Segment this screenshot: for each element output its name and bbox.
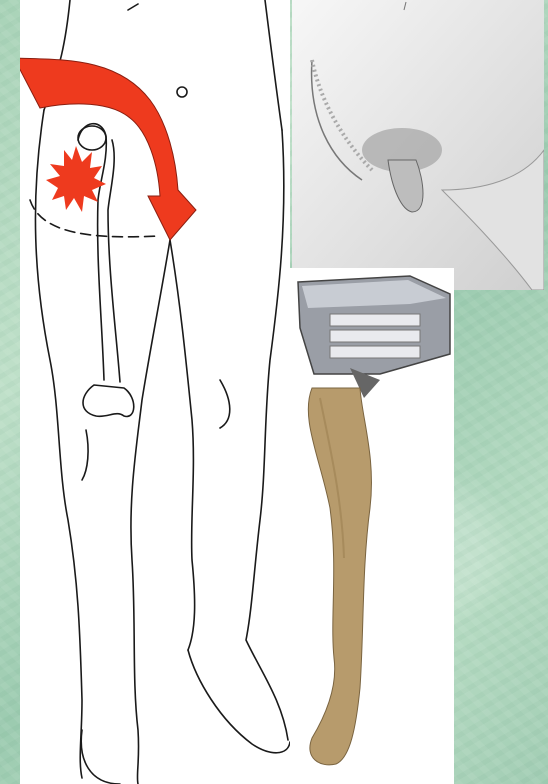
prosthetic-leg [290, 268, 454, 784]
prosthetic-leg-photo [290, 268, 454, 784]
starburst-icon [46, 146, 106, 212]
leg-anatomy-illustration [20, 0, 290, 784]
leg-line-drawing [20, 0, 290, 784]
pelvis-line-drawing [292, 0, 544, 290]
pelvis-drawing [292, 0, 544, 290]
